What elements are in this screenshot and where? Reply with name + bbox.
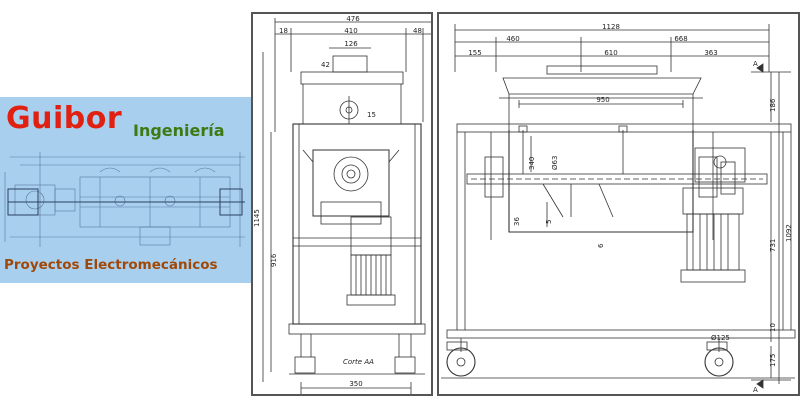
dim-side-radius: 15 [367,111,376,119]
dim-front-d4: 5 [545,220,553,224]
front-view-frame [437,12,800,396]
brand-subtitle: Ingeniería [133,121,225,140]
front-view [441,24,796,389]
dim-front-small-left: 155 [468,49,481,57]
section-mark-top: A [753,60,758,68]
dim-side-hopper: 126 [344,40,358,48]
dim-side-left-offset: 18 [279,27,288,35]
technical-drawing: 476 18 410 48 126 42 15 1145 916 350 Cor… [251,12,800,396]
logo-blueprint-graphic [4,152,245,247]
dim-front-middle: 610 [604,49,617,57]
brand-name: Guibor [6,101,123,136]
dim-side-inner-height: 916 [270,253,278,267]
dim-front-d3: 36 [513,217,521,226]
dim-side-overall: 476 [346,15,360,23]
dim-side-inner: 410 [344,27,357,35]
dim-front-left: 460 [506,35,519,43]
dim-front-right-total: 1092 [785,224,793,242]
side-view [262,18,431,394]
dim-front-small-right: 363 [704,49,717,57]
dim-front-d1: 340 [528,157,536,170]
section-label: Corte AA [343,358,374,366]
dim-front-right: 668 [674,35,687,43]
dim-side-hopper-height: 42 [321,61,330,69]
side-view-frame [251,12,433,396]
brand-tagline: Proyectos Electromecánicos [4,257,218,273]
dim-side-right-offset: 48 [413,27,422,35]
dim-front-d5: 6 [597,243,605,248]
dim-side-bottom: 350 [349,380,362,388]
section-mark-bottom: A [753,386,758,394]
dim-front-right-mid: 731 [769,239,777,252]
dim-front-inner-width: 950 [596,96,609,104]
dim-front-d2: Ø63 [551,156,559,170]
company-logo: Guibor Ingeniería Proyectos Electromecán… [0,97,251,283]
dim-side-total-height: 1145 [253,209,261,227]
dim-front-right-top: 186 [769,98,777,112]
drawing-canvas: 476 18 410 48 126 42 15 1145 916 350 Cor… [251,12,800,396]
dim-front-right-small: 10 [769,323,777,332]
dim-front-overall: 1128 [602,23,620,31]
dim-front-right-bottom: 175 [769,354,777,367]
dim-front-wheel: Ø125 [711,334,730,342]
